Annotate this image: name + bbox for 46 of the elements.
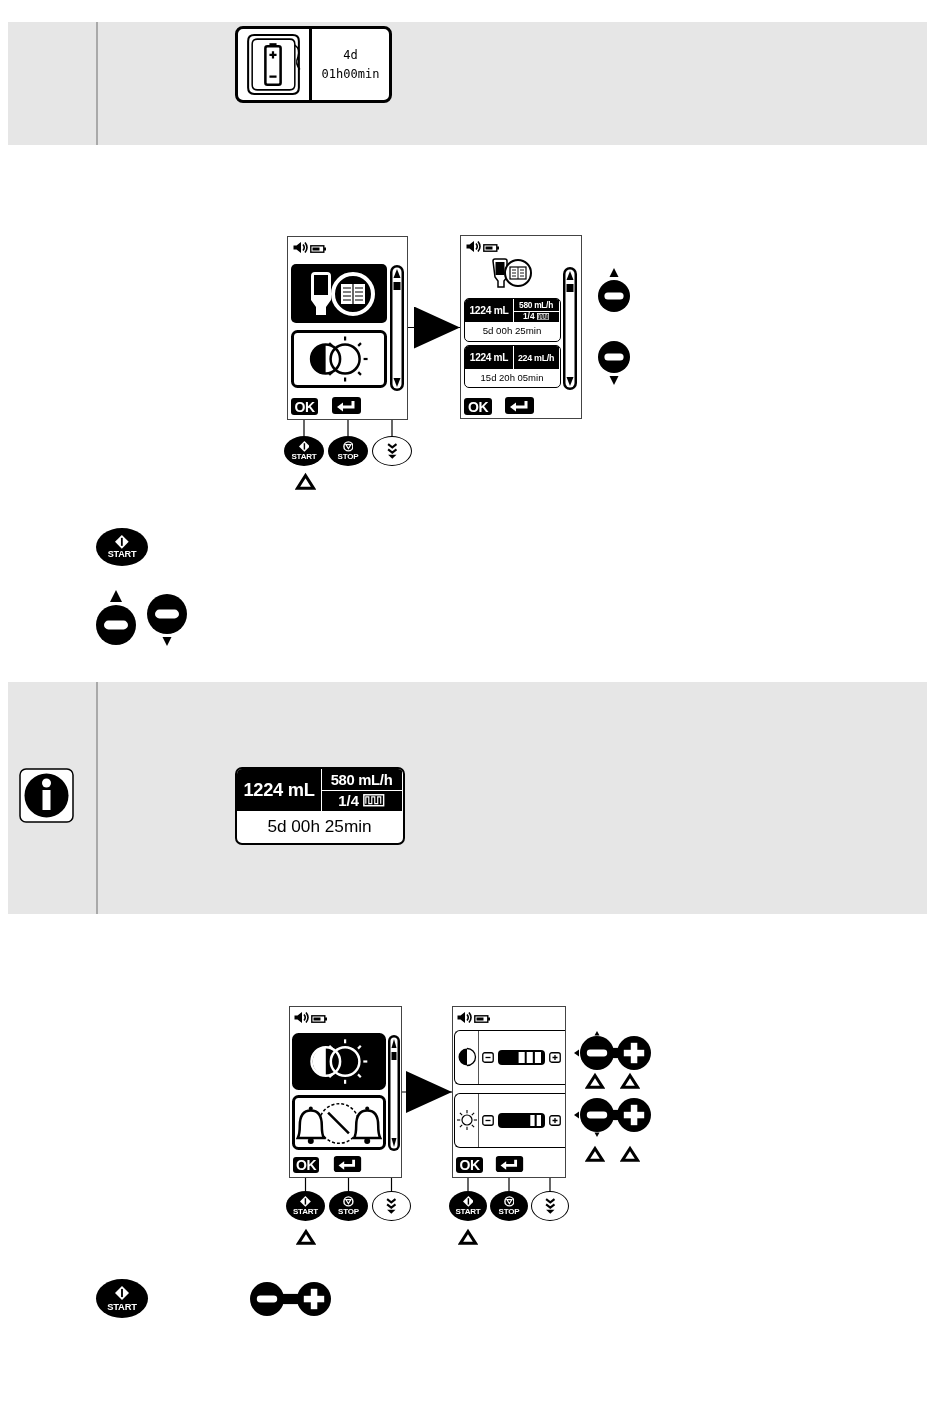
start-button: START <box>284 436 324 466</box>
ok-softkey: OK <box>464 398 492 415</box>
note-band <box>8 22 927 145</box>
volume-value: 1224 mL <box>469 352 509 363</box>
device-screen <box>287 236 408 420</box>
leader-line <box>347 419 349 437</box>
device-screen <box>460 235 582 419</box>
volume-value: 1224 mL <box>243 780 315 800</box>
start-button: START <box>96 528 148 566</box>
note-band <box>8 682 927 914</box>
stop-button: STOP <box>328 436 368 466</box>
ok-softkey: OK <box>291 398 318 415</box>
hours-minutes-value: 01h00min <box>321 68 380 80</box>
cycle-value: 1/4 <box>522 312 535 321</box>
scroll-button <box>531 1191 569 1221</box>
volume-value: 1224 mL <box>469 305 509 316</box>
arrow <box>401 1071 453 1113</box>
battery-time-display <box>235 26 392 103</box>
scroll-button <box>372 436 412 466</box>
program-summary-panel <box>464 298 561 342</box>
flow-rate-value: 580 mL/h <box>519 300 553 309</box>
start-button: START <box>96 1279 148 1318</box>
cycle-value: 1/4 <box>338 793 359 808</box>
leader-line <box>549 1177 551 1192</box>
program-summary-panel <box>464 345 561 388</box>
time-remaining-value: 15d 20h 05min <box>480 372 544 383</box>
flow-rate-value: 224 mL/h <box>517 353 555 362</box>
device-screen <box>452 1006 566 1178</box>
start-button: START <box>286 1191 325 1221</box>
flow-rate-value: 580 mL/h <box>330 772 393 787</box>
program-summary-panel <box>235 767 405 845</box>
start-button: START <box>449 1191 487 1221</box>
leader-line <box>508 1177 510 1192</box>
leader-line <box>303 419 305 437</box>
stop-button: STOP <box>329 1191 368 1221</box>
leader-line <box>391 419 393 437</box>
device-screen <box>289 1006 402 1178</box>
stop-button: STOP <box>490 1191 528 1221</box>
time-remaining-value: 5d 00h 25min <box>482 326 542 336</box>
scroll-button <box>372 1191 411 1221</box>
ok-softkey: OK <box>293 1157 319 1173</box>
days-value: 4d <box>343 49 358 61</box>
ok-softkey: OK <box>456 1157 483 1173</box>
arrow <box>407 306 461 349</box>
leader-line <box>467 1177 469 1192</box>
time-remaining-value: 5d 00h 25min <box>267 817 372 836</box>
